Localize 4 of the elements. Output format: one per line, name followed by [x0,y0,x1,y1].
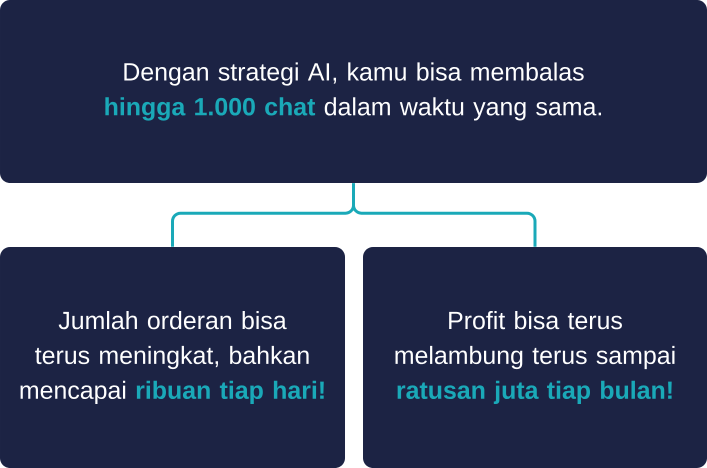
text-box: Jumlah orderan bisa terus meningkat, bahkan mencapai ribuan tiap hari! [0,246,345,468]
text-box: Dengan strategi AI, kamu bisa membalas hingga 1.000 chat dalam waktu yang sama. [0,0,707,183]
text-box: Profit bisa terus melambung terus sampai ratusan juta tiap bulan! [363,246,707,468]
connector-line [352,183,536,247]
